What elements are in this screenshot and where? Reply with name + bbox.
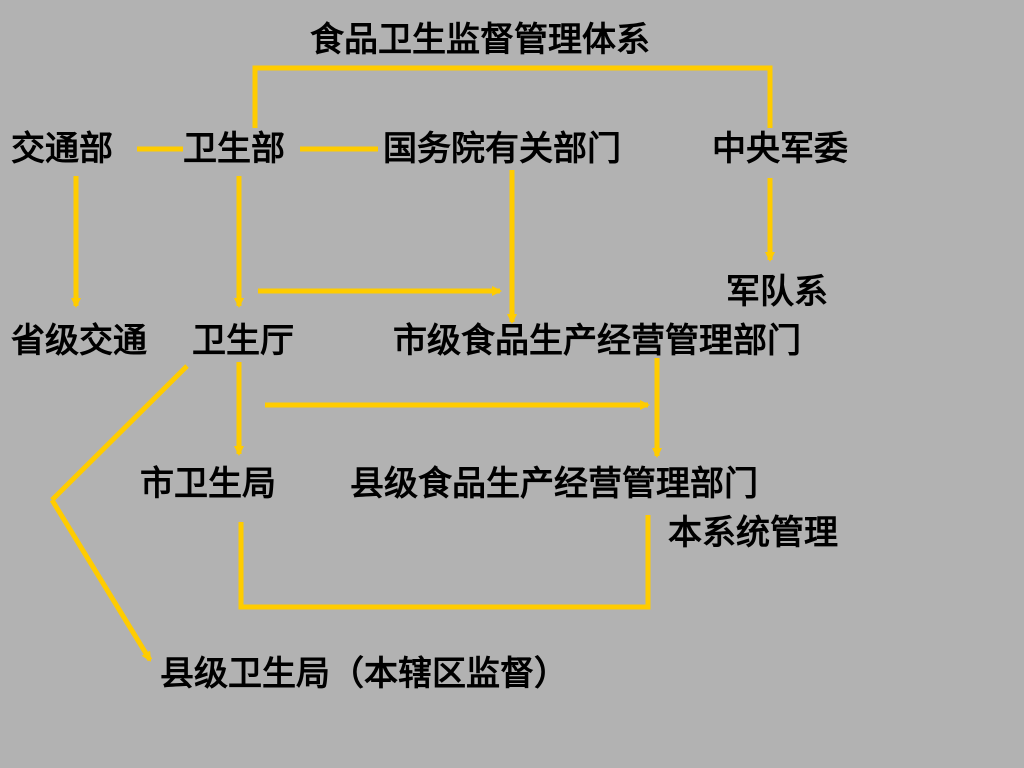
- link-weishengting-diagonal: [50, 364, 189, 502]
- node-weishengbu: 卫生部: [183, 129, 285, 169]
- node-benxitong: 本系统管理: [668, 513, 838, 553]
- node-shi-weishengju: 市卫生局: [140, 464, 276, 504]
- diagram-title: 食品卫生监督管理体系: [310, 20, 650, 60]
- arrow-diagonal-to-xianji-weishengju: [49, 498, 153, 662]
- node-weishengting: 卫生厅: [192, 321, 294, 361]
- node-jiaotongbu: 交通部: [11, 129, 113, 169]
- bracket-weishengbu-zhongyang: [252, 65, 773, 128]
- node-junduixi: 军队系: [726, 272, 828, 312]
- node-xianji-shipin: 县级食品生产经营管理部门: [350, 464, 758, 504]
- node-shengji-jiaotong: 省级交通: [11, 321, 147, 361]
- node-guowuyuan: 国务院有关部门: [383, 129, 621, 169]
- node-zhongyang-junwei: 中央军委: [712, 129, 848, 169]
- node-xianji-weishengju: 县级卫生局（本辖区监督）: [160, 654, 568, 694]
- node-shiji-shipin: 市级食品生产经营管理部门: [393, 321, 801, 361]
- bracket-shiweisheng-benxitong: [238, 515, 651, 610]
